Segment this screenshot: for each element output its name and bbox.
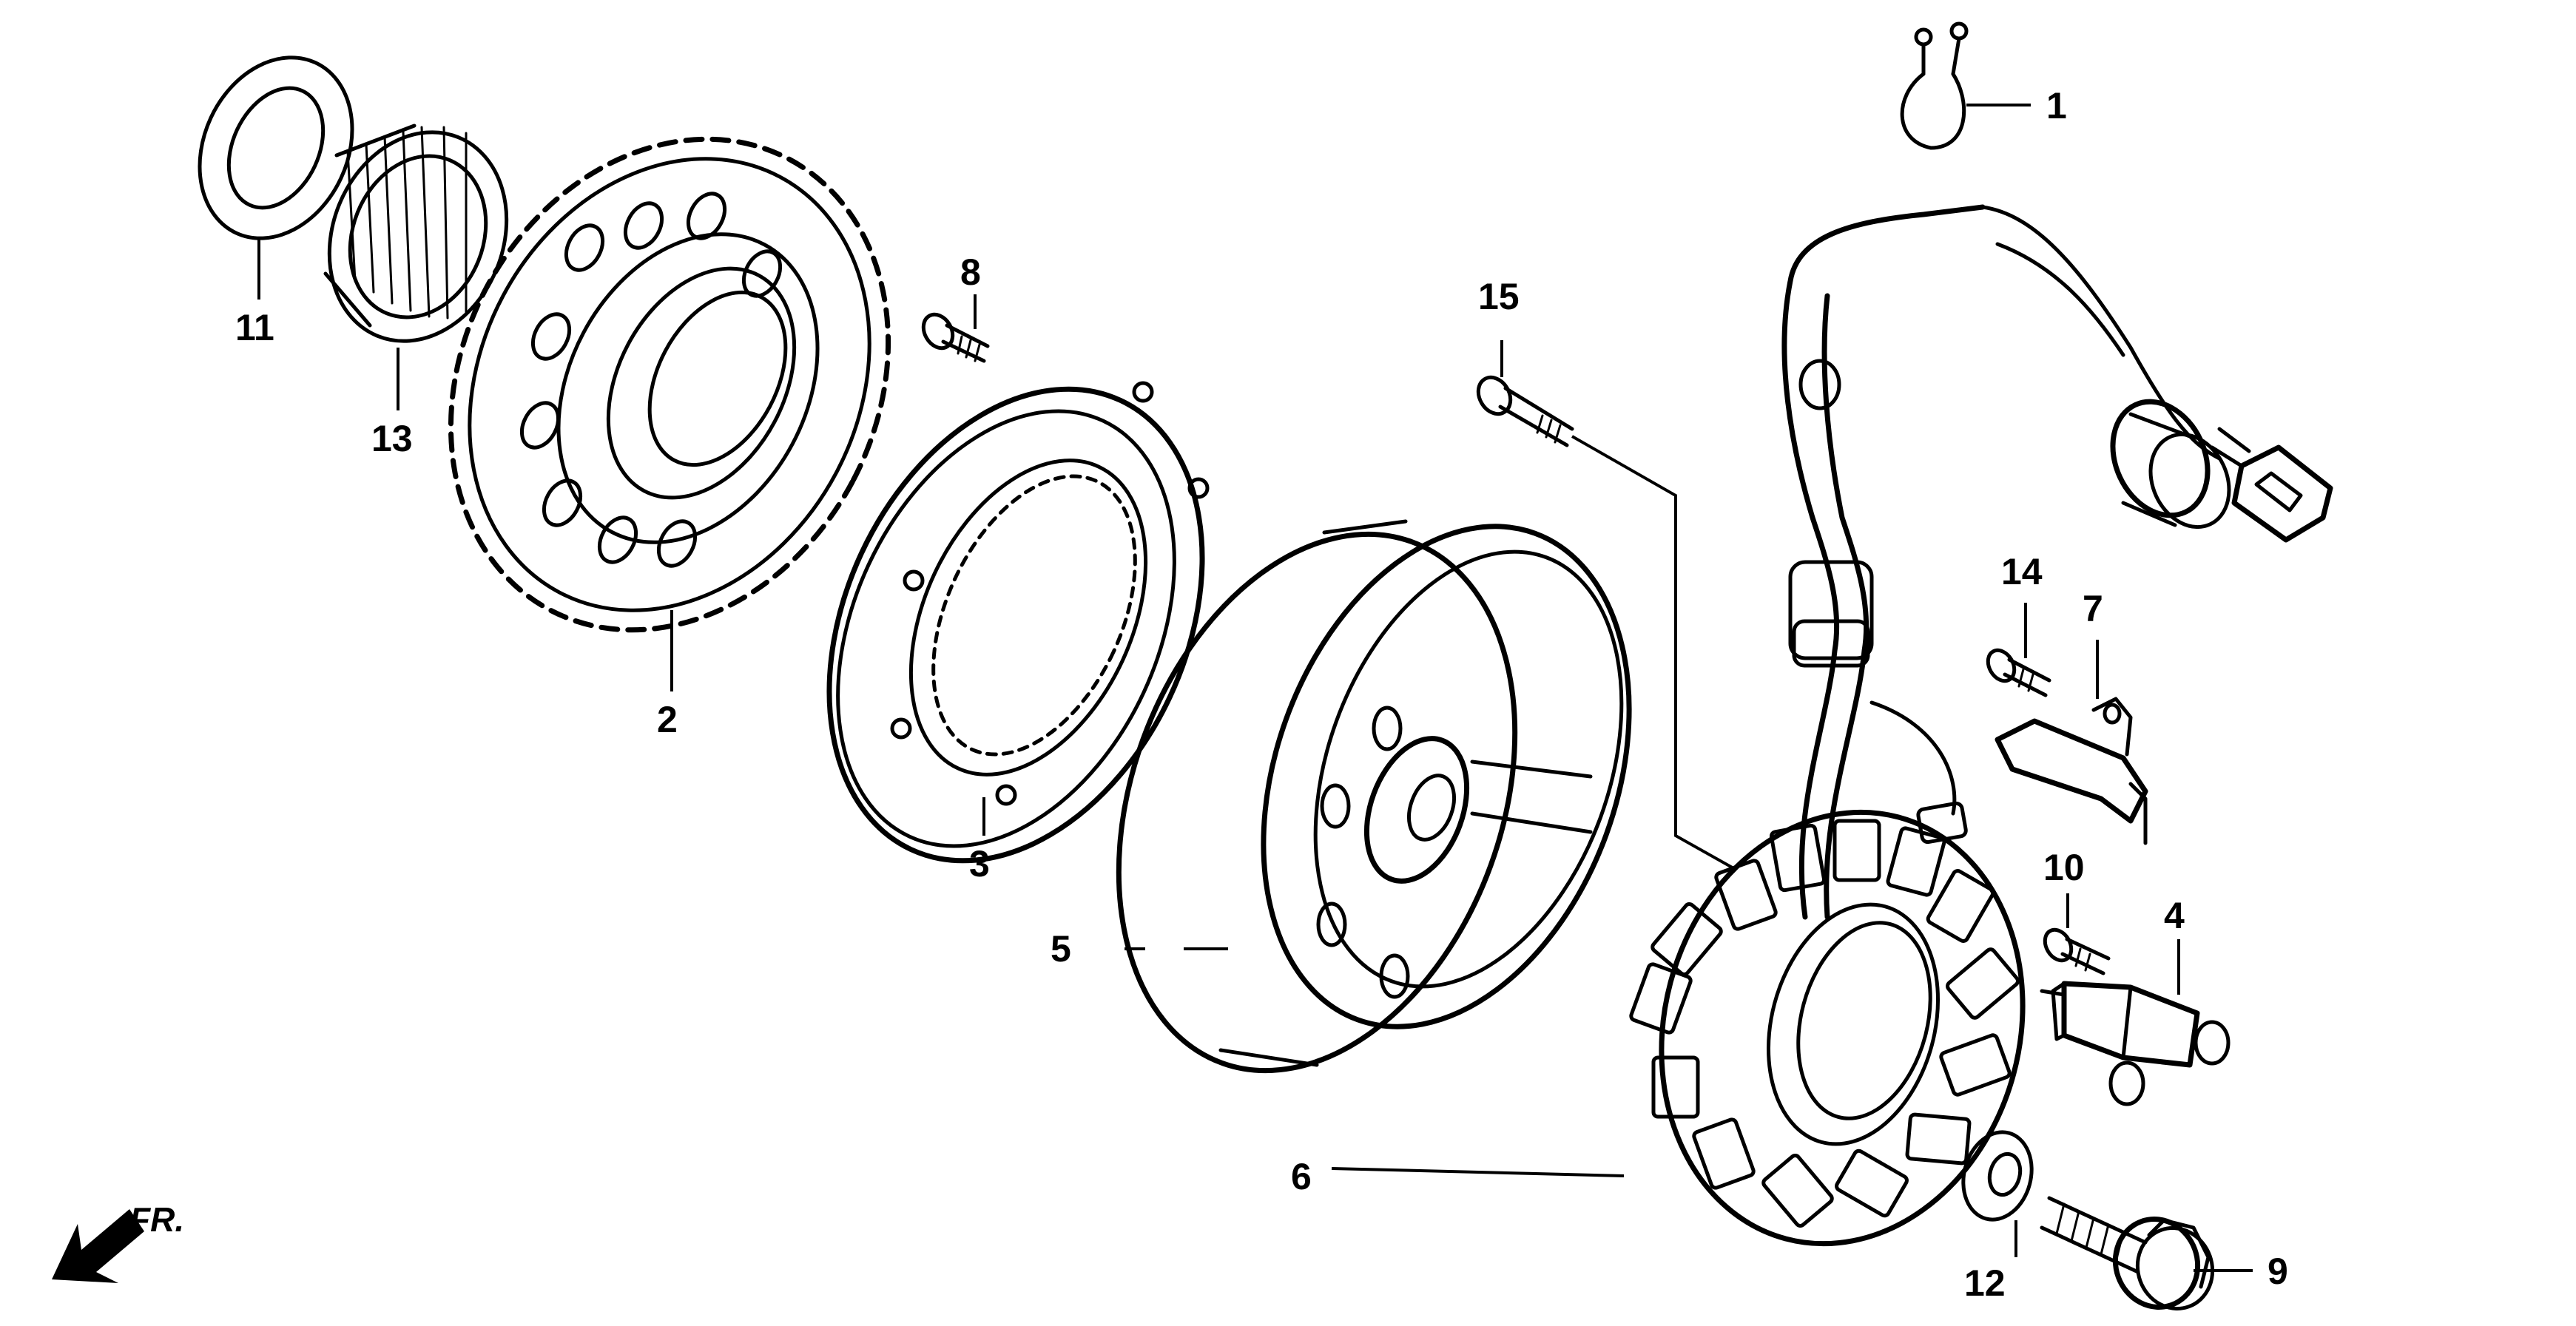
callout-14: 14 bbox=[2001, 551, 2043, 592]
callout-labels: 1 2 3 4 5 6 7 8 9 10 11 12 13 14 15 bbox=[235, 85, 2288, 1304]
part-14-bolt bbox=[1986, 648, 2051, 697]
callout-8: 8 bbox=[960, 251, 981, 293]
callout-2: 2 bbox=[657, 699, 678, 740]
callout-10: 10 bbox=[2043, 847, 2085, 888]
callout-13: 13 bbox=[371, 418, 413, 459]
part-10-bolt bbox=[2043, 927, 2111, 975]
part-11-washer bbox=[198, 55, 354, 240]
part-1-clip bbox=[1900, 21, 1969, 150]
callout-1: 1 bbox=[2046, 85, 2067, 126]
front-direction-indicator: FR. bbox=[52, 1200, 184, 1283]
part-5-flywheel bbox=[1116, 519, 1632, 1074]
part-6-stator bbox=[1629, 204, 2333, 1247]
callout-4: 4 bbox=[2164, 895, 2185, 936]
part-7-bracket bbox=[1995, 697, 2148, 845]
callout-12: 12 bbox=[1964, 1262, 2006, 1304]
part-3-one-way-clutch bbox=[826, 381, 1210, 864]
leader-lines bbox=[257, 104, 2253, 1272]
callout-5: 5 bbox=[1051, 928, 1071, 970]
callout-6: 6 bbox=[1291, 1156, 1312, 1197]
part-8-bolt bbox=[921, 312, 990, 363]
callout-9: 9 bbox=[2268, 1251, 2288, 1292]
part-2-starter-driven-gear bbox=[448, 136, 891, 633]
callout-3: 3 bbox=[969, 843, 990, 884]
part-4-sensor bbox=[2040, 981, 2231, 1106]
part-12-washer bbox=[1961, 1130, 2034, 1222]
part-15-bolt bbox=[1476, 375, 1574, 447]
part-9-flange-bolt bbox=[2040, 1196, 2215, 1310]
callout-7: 7 bbox=[2083, 588, 2103, 629]
callout-15: 15 bbox=[1478, 276, 1520, 317]
front-arrow-icon bbox=[52, 1209, 144, 1283]
callout-11: 11 bbox=[235, 307, 274, 348]
front-direction-label: FR. bbox=[129, 1200, 184, 1239]
part-13-needle-bearing bbox=[323, 124, 509, 343]
